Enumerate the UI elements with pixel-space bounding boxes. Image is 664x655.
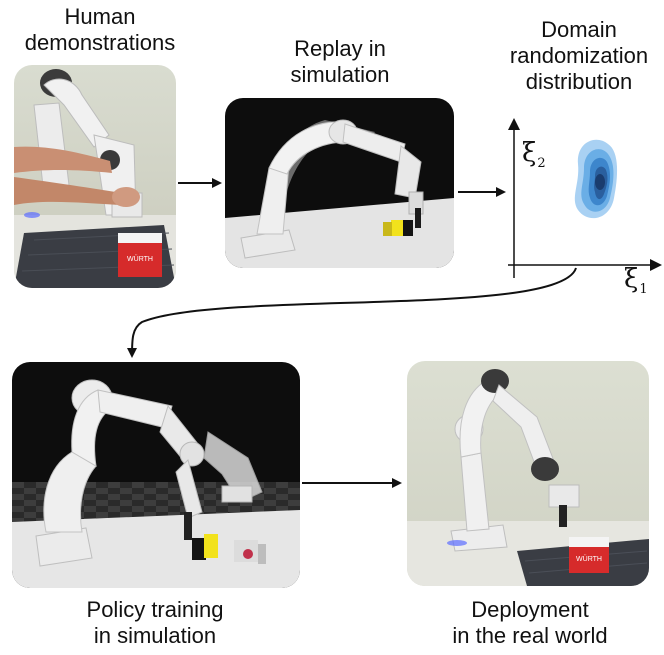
box-brand-text: WÜRTH bbox=[127, 255, 153, 263]
sim-replay-render bbox=[225, 98, 454, 268]
box-brand-text-deployment: WÜRTH bbox=[576, 555, 602, 563]
label-domain-randomization: Domain randomization distribution bbox=[509, 17, 649, 94]
x-axis-label: ξ1 bbox=[624, 264, 648, 297]
arrow-distribution-to-training bbox=[127, 267, 577, 358]
density-contours bbox=[574, 139, 618, 219]
label-policy-training: Policy training in simulation bbox=[86, 597, 224, 648]
sim-policy-training-render bbox=[12, 362, 300, 588]
photo-real-world-deployment: WÜRTH bbox=[407, 361, 649, 586]
randomization-distribution-plot: ξ2 ξ1 bbox=[496, 118, 664, 297]
label-replay-in-simulation: Replay in simulation bbox=[290, 36, 390, 87]
label-deployment: Deployment in the real world bbox=[452, 597, 608, 648]
photo-human-demonstration: WÜRTH bbox=[14, 65, 176, 288]
label-human-demonstrations: Human demonstrations bbox=[24, 4, 176, 55]
y-axis-label: ξ2 bbox=[522, 138, 546, 171]
